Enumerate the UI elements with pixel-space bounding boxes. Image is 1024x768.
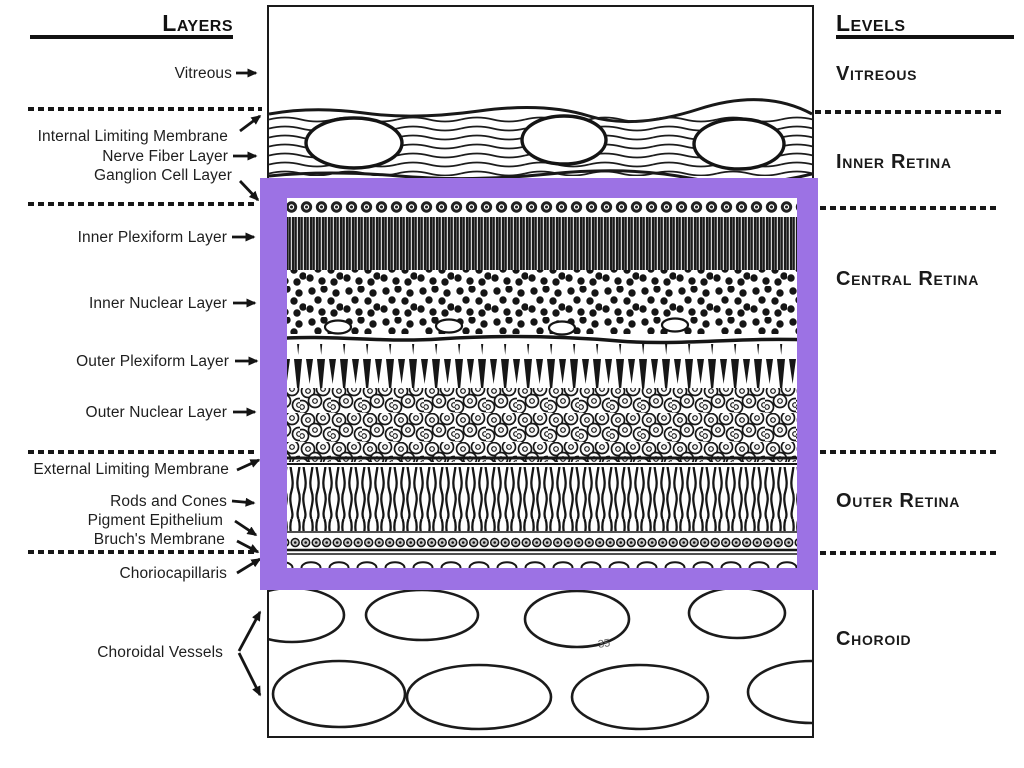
arrow-external-limiting-membrane bbox=[236, 458, 261, 472]
layer-label-choriocapillaris: Choriocapillaris bbox=[119, 565, 227, 582]
level-label-central-retina: Central Retina bbox=[836, 268, 980, 290]
layer-label-outer-nuclear-layer: Outer Nuclear Layer bbox=[85, 404, 227, 421]
arrow-pigment-epithelium bbox=[234, 519, 258, 537]
layer-label-rods-and-cones: Rods and Cones bbox=[110, 493, 227, 510]
layer-label-internal-limiting-membrane: Internal Limiting Membrane bbox=[37, 128, 228, 145]
layer-label-nerve-fiber-layer: Nerve Fiber Layer bbox=[102, 148, 228, 165]
level-label-vitreous: Vitreous bbox=[836, 63, 918, 85]
smudge-text: 35 bbox=[597, 637, 612, 651]
layer-label-vitreous: Vitreous bbox=[174, 65, 232, 82]
arrow-rods-and-cones bbox=[231, 497, 256, 507]
arrow-choroidal-vessels-lower bbox=[237, 652, 262, 697]
arrow-internal-limiting-membrane bbox=[239, 114, 262, 133]
layers-header-underline bbox=[30, 35, 233, 39]
level-label-outer-retina: Outer Retina bbox=[836, 490, 961, 512]
dashed-separator-left-4 bbox=[28, 550, 258, 554]
layer-label-inner-plexiform-layer: Inner Plexiform Layer bbox=[77, 229, 227, 246]
dashed-separator-right-2 bbox=[820, 206, 1000, 210]
levels-column-header: Levels bbox=[836, 10, 906, 36]
arrow-choroidal-vessels-upper bbox=[237, 610, 262, 652]
dashed-separator-right-3 bbox=[820, 450, 1000, 454]
layers-column-header: Layers bbox=[162, 10, 233, 36]
dashed-separator-left-2 bbox=[28, 202, 258, 206]
highlight-box bbox=[260, 178, 818, 590]
layer-label-pigment-epithelium: Pigment Epithelium bbox=[87, 512, 223, 529]
dashed-separator-left-1 bbox=[28, 107, 262, 111]
dashed-separator-right-1 bbox=[815, 110, 1003, 114]
arrow-choriocapillaris bbox=[236, 557, 262, 575]
layer-label-choroidal-vessels: Choroidal Vessels bbox=[97, 644, 223, 661]
layer-label-outer-plexiform-layer: Outer Plexiform Layer bbox=[76, 353, 229, 370]
layer-label-external-limiting-membrane: External Limiting Membrane bbox=[33, 461, 229, 478]
level-label-inner-retina: Inner Retina bbox=[836, 151, 952, 173]
layer-label-ganglion-cell-layer: Ganglion Cell Layer bbox=[93, 167, 232, 184]
dashed-separator-left-3 bbox=[28, 450, 258, 454]
level-label-choroid: Choroid bbox=[836, 628, 912, 650]
layer-label-inner-nuclear-layer: Inner Nuclear Layer bbox=[88, 295, 227, 312]
levels-header-underline bbox=[836, 35, 1014, 39]
arrow-ganglion-cell-layer bbox=[238, 180, 260, 202]
retina-illustration bbox=[267, 5, 814, 738]
layer-label-bruchs-membrane: Bruch's Membrane bbox=[93, 531, 225, 548]
dashed-separator-right-4 bbox=[820, 551, 1000, 555]
